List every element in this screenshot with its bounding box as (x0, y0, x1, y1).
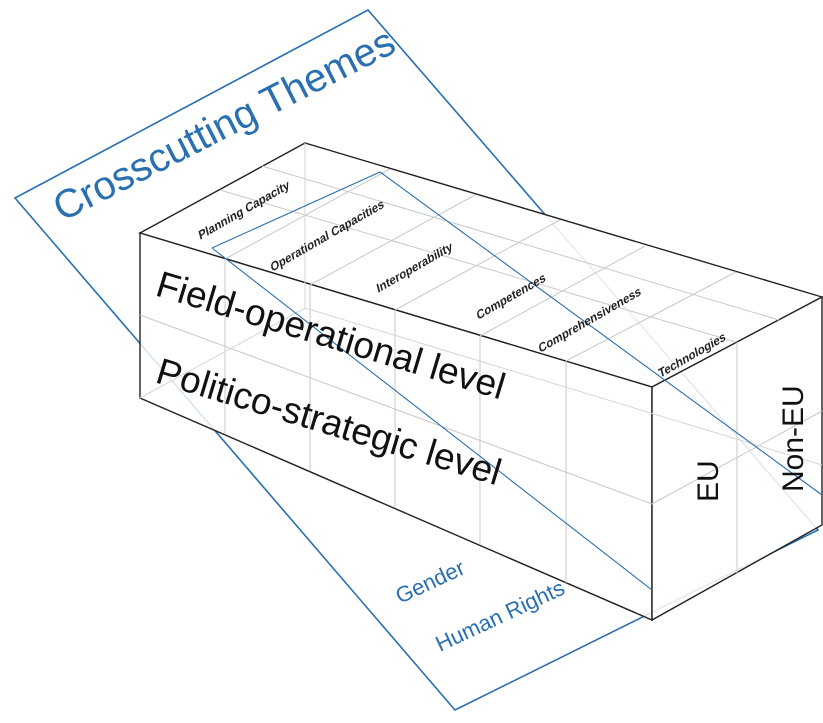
plane-intersection (211, 171, 823, 591)
side-label-eu: EU (692, 460, 725, 502)
side-label-non-eu: Non-EU (777, 385, 810, 492)
